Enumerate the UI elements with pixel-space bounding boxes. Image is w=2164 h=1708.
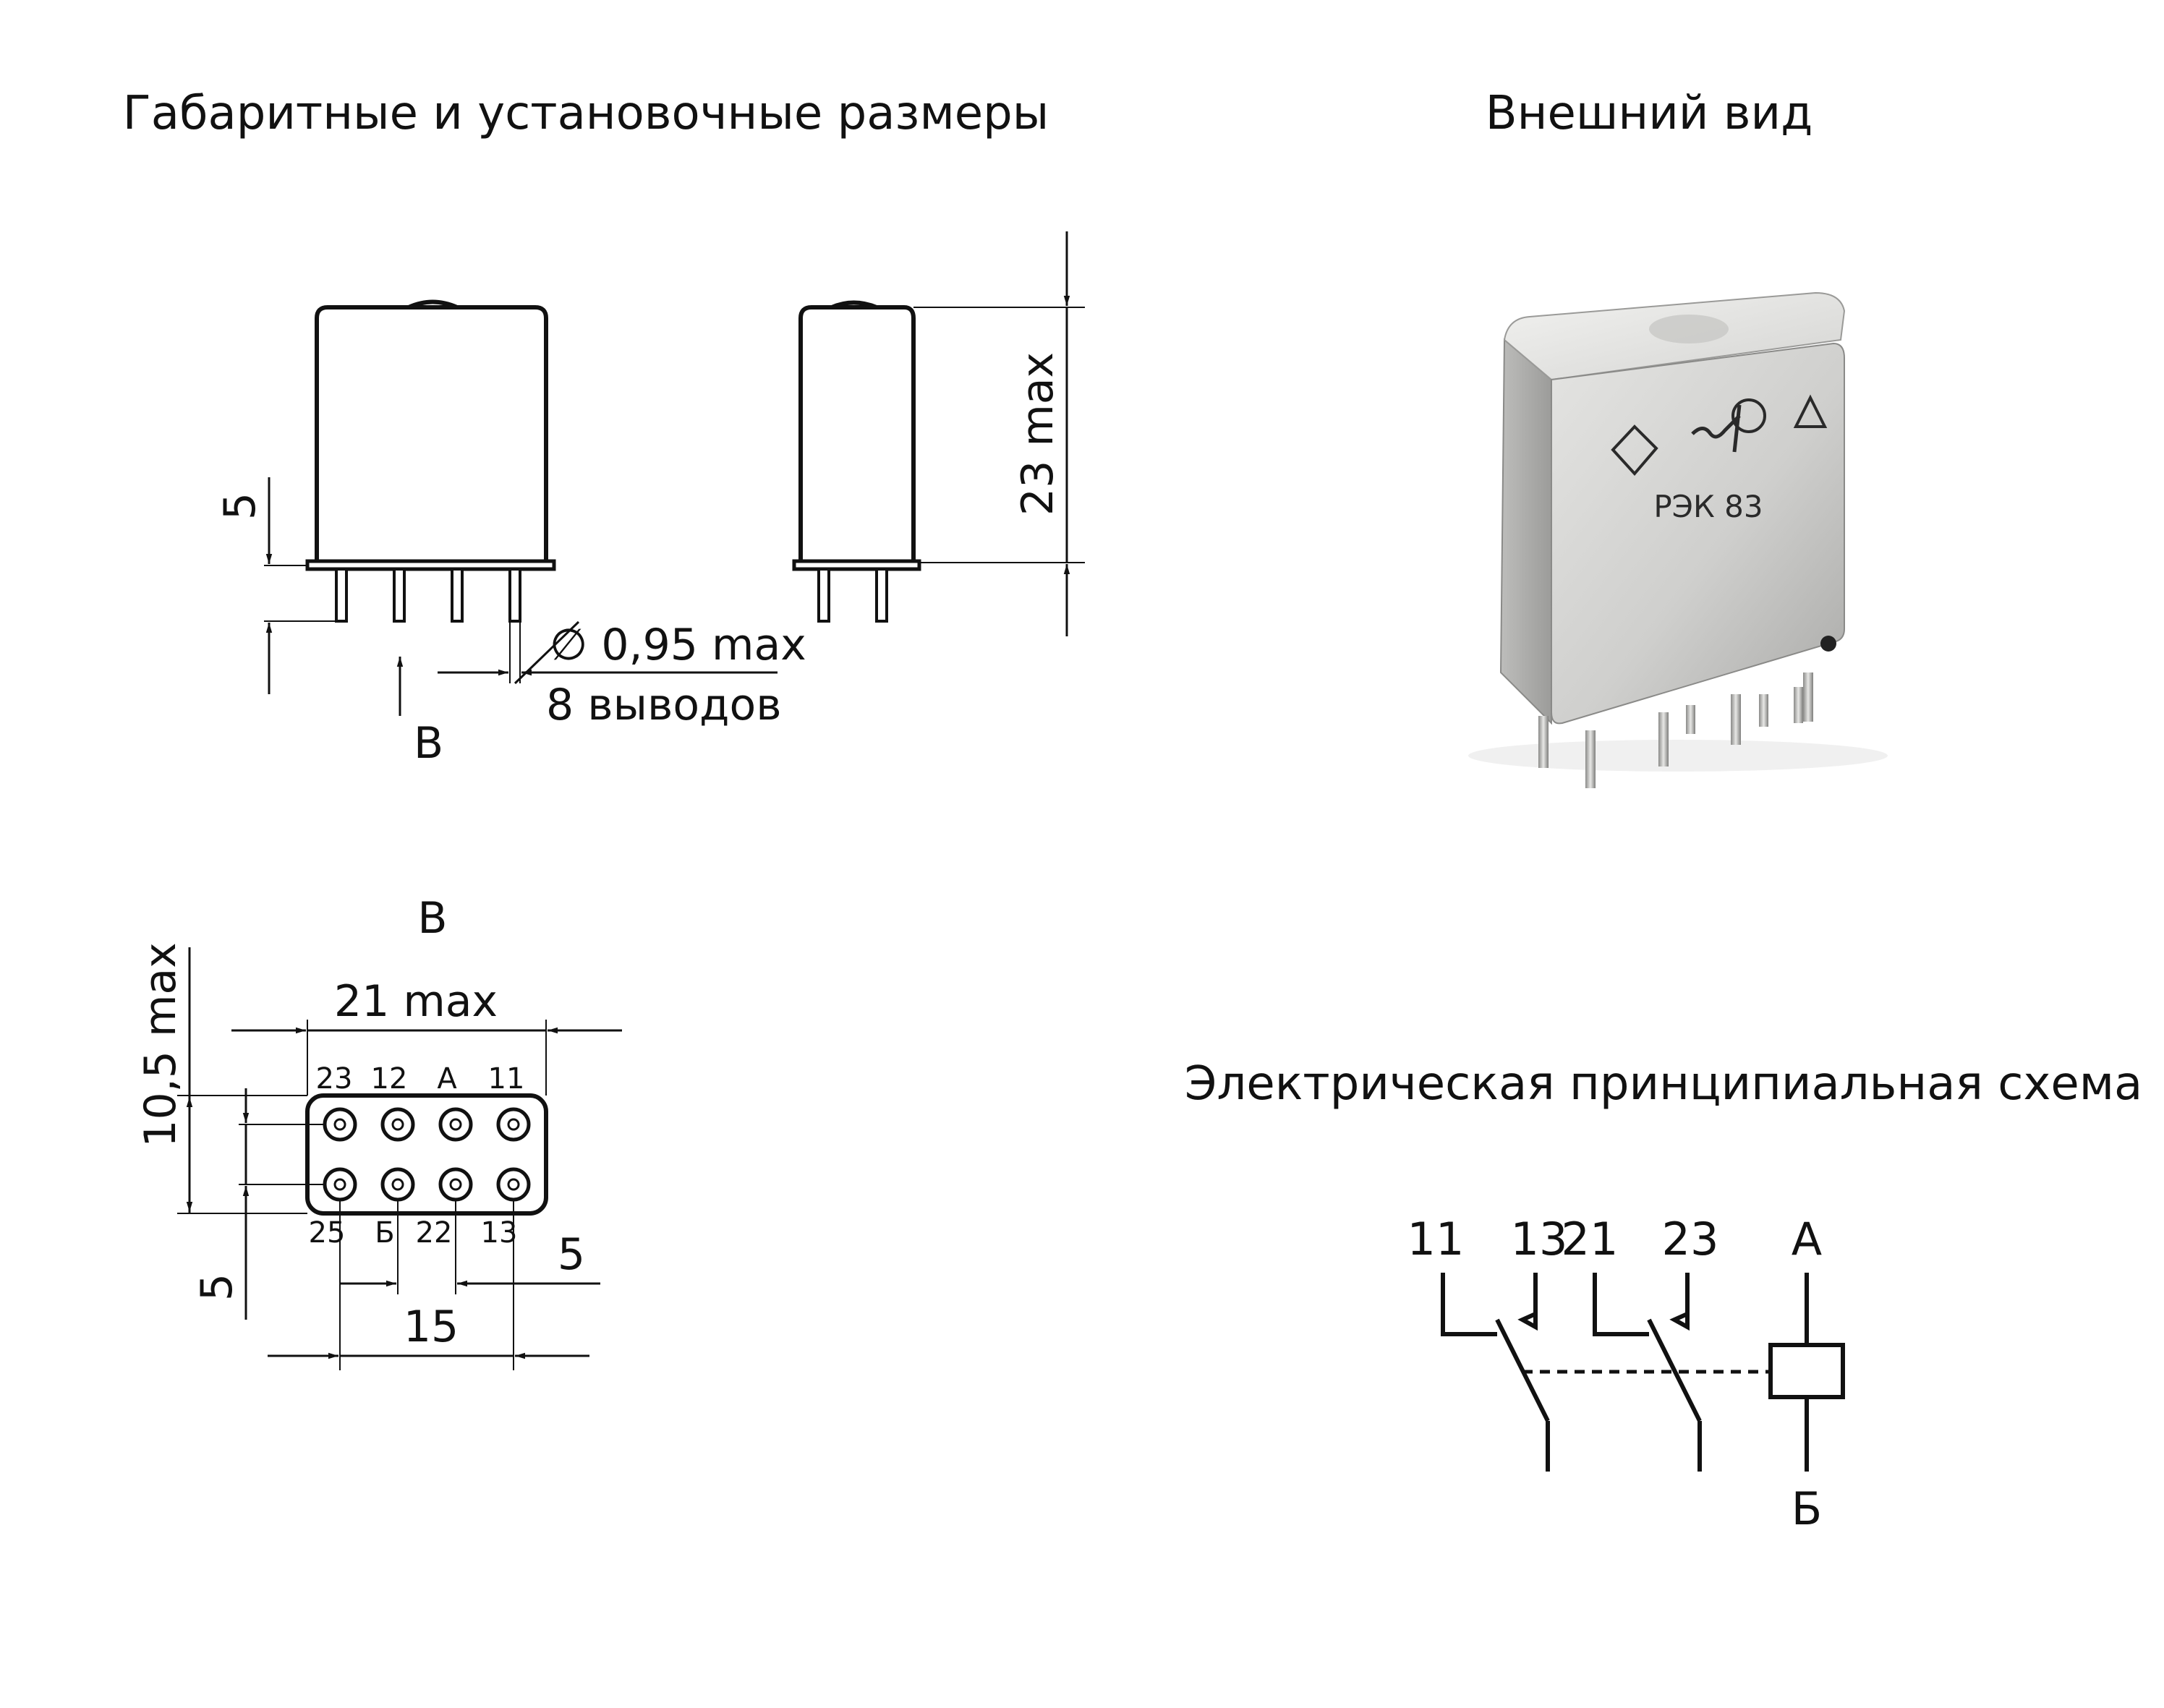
bottom-depth-label: 10,5 max [135,942,186,1147]
bottom-pin-grid [323,1107,531,1202]
dimensions-section-title: Габаритные и установочные размеры [123,87,1049,140]
view-marker-label: В [414,718,443,769]
pin-label-bottom: 25 [309,1216,346,1250]
contact-2-no [1669,1273,1690,1331]
lead-length-label: 5 [215,492,265,520]
bottom-width-label: 21 max [334,976,498,1027]
terminal-label: 13 [1511,1213,1568,1265]
appearance-section-title: Внешний вид [1486,87,1813,140]
bottom-pin [438,1107,473,1142]
pin-span-label: 15 [404,1302,459,1352]
bottom-pin [496,1167,531,1202]
relay-coil [1768,1343,1845,1399]
pin-count-label: 8 выводов [546,680,782,730]
bottom-view-title: В [417,893,447,944]
pin-label-top: 12 [371,1062,408,1096]
pin-label-bottom: 13 [481,1216,518,1250]
bottom-pin [323,1167,357,1202]
side-view-base [792,559,921,571]
photo-marking: РЭК 83 [1653,489,1763,524]
row-spacing-label: 5 [192,1273,242,1301]
bottom-pin [438,1167,473,1202]
bottom-view: В 21 max 10,5 max 5 [135,893,622,1370]
side-view-body [798,305,916,561]
pin-pitch-label: 5 [558,1229,585,1280]
height-label: 23 max [1013,352,1063,516]
pin-label-bottom: Б [375,1216,394,1250]
relay-schematic: 11 13 21 23 А Б [1407,1213,1845,1535]
contact-2-blade [1647,1318,1702,1422]
contact-1-nc [1441,1273,1497,1336]
bottom-pin [380,1107,415,1142]
bottom-pin [323,1107,357,1142]
coil-bottom-label: Б [1792,1482,1823,1535]
contact-1-no [1517,1273,1538,1331]
front-view-pins [335,568,521,623]
terminal-label: 21 [1562,1213,1619,1265]
pin-label-top: А [437,1062,457,1096]
front-view-top-bump [407,299,459,309]
pin-label-top: 23 [316,1062,353,1096]
pin-label-bottom: 22 [416,1216,453,1250]
side-view: 23 max [792,231,1085,636]
terminal-label: 11 [1407,1213,1465,1265]
bottom-pin [380,1167,415,1202]
contact-2-nc [1593,1273,1649,1336]
front-view: 5 В ∅ 0,95 max 8 выводов [215,299,806,769]
bottom-pin [496,1107,531,1142]
schematic-section-title: Электрическая принципиальная схема [1185,1057,2142,1111]
bottom-view-body [305,1093,548,1216]
pin-label-top: 11 [488,1062,525,1096]
coil-top-label: А [1792,1213,1822,1265]
pin-diameter-label: ∅ 0,95 max [550,620,806,670]
side-view-top-bump [830,300,878,309]
terminal-label: 23 [1662,1213,1719,1265]
relay-photo: РЭК 83 [1468,291,1888,788]
front-view-body [315,305,548,561]
